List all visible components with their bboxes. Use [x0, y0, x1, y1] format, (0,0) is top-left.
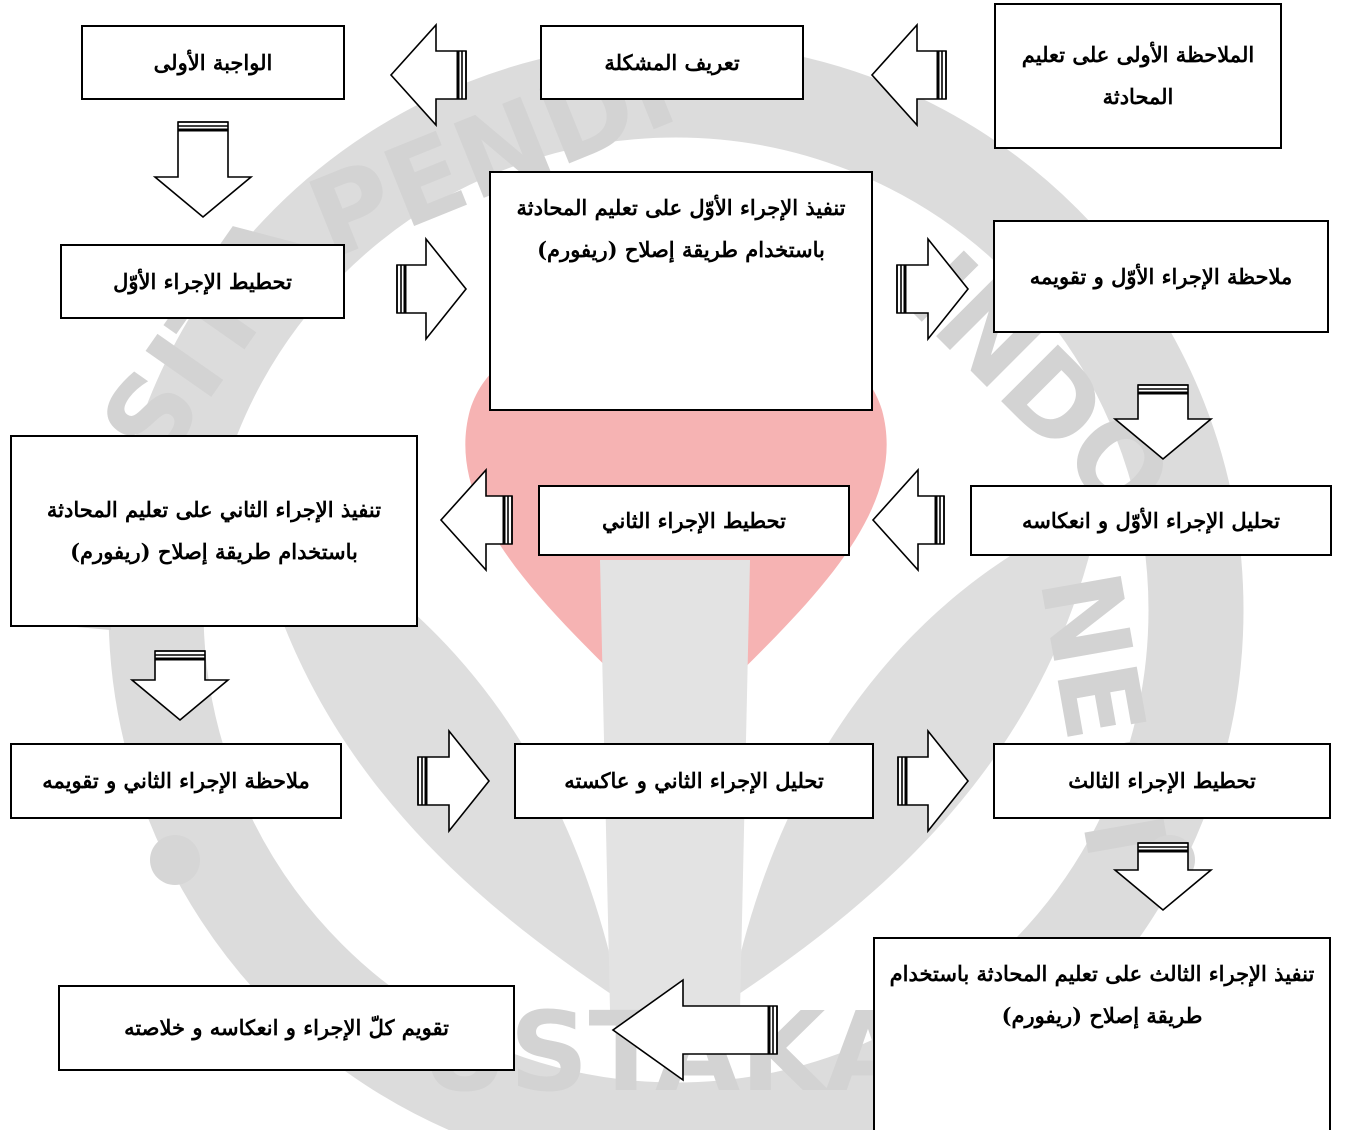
node-label: تقويم كلّ الإجراء و انعكاسه و خلاصته [124, 1015, 449, 1040]
node-label: الملاحظة الأولى على تعليم المحادثة [1021, 42, 1255, 109]
node-label: ملاحظة الإجراء الأوّل و تقويمه [1029, 263, 1293, 289]
arrow-plan2-to-act2 [439, 467, 513, 573]
arrow-problem-to-assignment [389, 22, 467, 128]
node-label: تحطيط الإجراء الثاني [602, 507, 786, 533]
seal-dot-left [150, 835, 200, 885]
seal-leaf-left [250, 510, 620, 1000]
node-label: تحطيط الإجراء الأوّل [113, 268, 292, 294]
arrow-observe1-to-analyze1 [1112, 384, 1214, 461]
node-label: تنفيذ الإجراء الثالث على تعليم المحادثة … [889, 961, 1315, 1028]
arrow-analyze1-to-plan2 [871, 467, 945, 573]
node-problem-definition: تعريف المشكلة [540, 25, 804, 100]
node-label: تحليل الإجراء الأوّل و انعكاسه [1022, 507, 1280, 533]
node-plan-cycle-1: تحطيط الإجراء الأوّل [60, 244, 345, 319]
arrow-act2-to-observe2 [129, 650, 231, 722]
node-analyze-cycle-2: تحليل الإجراء الثاني و عاكسته [514, 743, 874, 819]
node-label: ملاحظة الإجراء الثاني و تقويمه [42, 768, 310, 793]
arrow-observe2-to-analyze2 [417, 728, 491, 834]
node-plan-cycle-2: تحطيط الإجراء الثاني [538, 485, 850, 556]
arrow-act1-to-observe1 [896, 236, 970, 342]
node-label: تنفيذ الإجراء الثاني على تعليم المحادثة … [46, 497, 382, 564]
arrow-analyze2-to-plan3 [897, 728, 970, 834]
node-final-evaluation: تقويم كلّ الإجراء و انعكاسه و خلاصته [58, 985, 515, 1071]
node-plan-cycle-3: تحطيط الإجراء الثالث [993, 743, 1331, 819]
arrow-initial-to-problem [870, 22, 947, 128]
node-act-cycle-3: تنفيذ الإجراء الثالث على تعليم المحادثة … [873, 937, 1331, 1130]
arrow-plan3-to-act3 [1112, 842, 1214, 912]
node-label: تحطيط الإجراء الثالث [1068, 768, 1256, 793]
node-act-cycle-1: تنفيذ الإجراء الأوّل على تعليم المحادثة … [489, 171, 873, 411]
node-label: تعريف المشكلة [604, 49, 740, 75]
arrow-act3-to-final [611, 978, 778, 1082]
arrow-plan1-to-act1 [396, 236, 468, 342]
node-first-assignment: الواجبة الأولى [81, 25, 345, 100]
node-act-cycle-2: تنفيذ الإجراء الثاني على تعليم المحادثة … [10, 435, 418, 627]
arrow-assignment-to-plan1 [152, 121, 254, 219]
node-observe-cycle-1: ملاحظة الإجراء الأوّل و تقويمه [993, 220, 1329, 333]
node-label: تحليل الإجراء الثاني و عاكسته [564, 768, 824, 793]
node-analyze-cycle-1: تحليل الإجراء الأوّل و انعكاسه [970, 485, 1332, 556]
node-initial-observation: الملاحظة الأولى على تعليم المحادثة [994, 3, 1282, 149]
node-label: الواجبة الأولى [153, 49, 273, 75]
seal-leaf-right [730, 510, 1100, 1000]
node-observe-cycle-2: ملاحظة الإجراء الثاني و تقويمه [10, 743, 342, 819]
node-label: تنفيذ الإجراء الأوّل على تعليم المحادثة … [516, 195, 846, 262]
